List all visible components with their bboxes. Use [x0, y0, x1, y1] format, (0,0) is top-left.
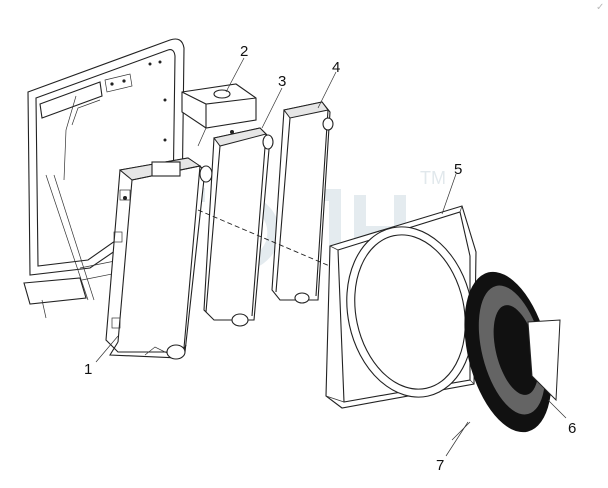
expansion-tank-part-2: [181, 83, 257, 147]
callout-2: 2: [240, 43, 248, 60]
callout-4: 4: [332, 59, 340, 76]
watermark-tm: TM: [420, 168, 446, 188]
charge-air-cooler-part-4: [271, 101, 334, 304]
callout-3: 3: [278, 73, 286, 90]
callout-6: 6: [568, 420, 576, 437]
callout-5: 5: [454, 161, 462, 178]
fan-guard-part-6: [451, 271, 561, 441]
callout-1: 1: [84, 361, 92, 378]
radiator-core-part-1: [105, 157, 213, 360]
oil-cooler-part-3: [203, 127, 274, 327]
corner-check-mark: ✓: [596, 2, 604, 13]
fan-shroud-part-5: [325, 205, 477, 409]
callout-7: 7: [436, 457, 444, 474]
leader-lines: [95, 57, 567, 457]
